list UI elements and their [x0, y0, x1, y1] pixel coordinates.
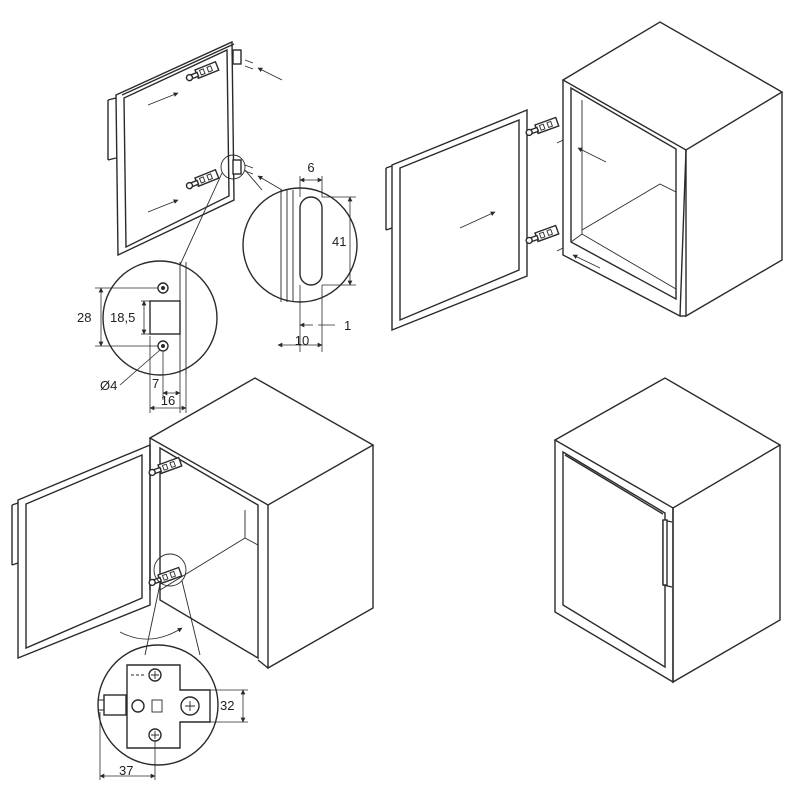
step4-finished-cabinet [553, 377, 782, 684]
upper-hinge-icon [146, 456, 183, 478]
slot-edge-distance-label: 10 [295, 333, 309, 348]
upper-hinge-icon [184, 61, 220, 84]
plate-width-label: 16 [161, 393, 175, 408]
lower-hinge-icon [184, 169, 220, 192]
adjustment-screw-icon [180, 696, 200, 716]
upper-fixing-screw-icon [148, 668, 162, 682]
door-handle-icon [385, 165, 393, 231]
plate-recess-icon [149, 300, 181, 335]
slot-width-label: 6 [307, 160, 314, 175]
door-handle-icon [11, 502, 19, 566]
slot-height-label: 41 [332, 234, 346, 249]
outer-hole-spacing-label: 28 [77, 310, 91, 325]
upper-mount-plate-icon [232, 49, 242, 65]
slot-offset-label: 1 [344, 318, 351, 333]
inner-hole-spacing-label: 18,5 [110, 310, 135, 325]
hole-edge-distance-label: 7 [152, 376, 159, 391]
door-handle-icon [107, 97, 117, 161]
upper-hinge-icon [523, 116, 560, 138]
plate-height-label: 32 [220, 698, 234, 713]
slot-detail-callout: 6 41 1 10 [242, 160, 358, 352]
lower-mount-plate-icon [232, 159, 242, 175]
hole-diameter-label: Ø4 [100, 378, 117, 393]
hole-pattern-detail-callout: 28 18,5 Ø4 7 16 [77, 260, 218, 413]
step3-door-adjustment [11, 377, 375, 670]
step1-door-hinge-mounting [107, 40, 283, 266]
slot-icon [299, 196, 323, 286]
hinge-plate-detail-callout: 32 37 [97, 644, 248, 780]
step2-door-to-cabinet [385, 21, 784, 332]
plate-offset-label: 37 [119, 763, 133, 778]
lower-hinge-icon [523, 224, 560, 246]
mounting-plate-icon [126, 664, 211, 749]
